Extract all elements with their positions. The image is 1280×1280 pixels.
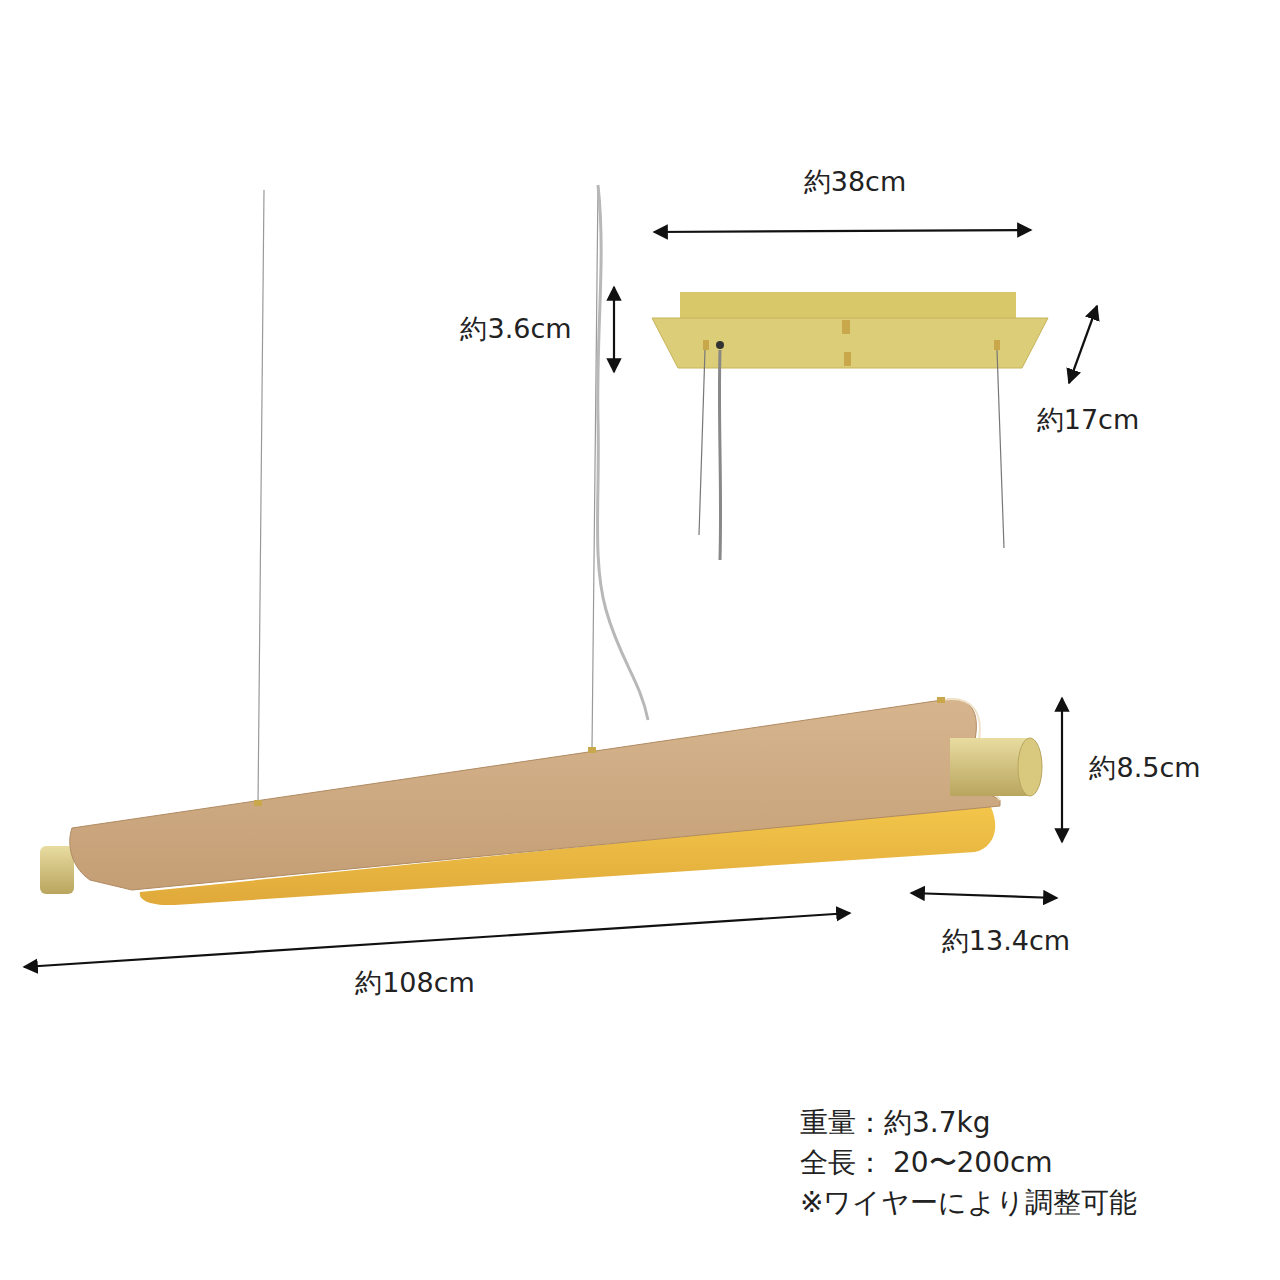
- dimension-arrow: [1069, 306, 1097, 383]
- wire-clip: [254, 800, 262, 806]
- dimension-label: 約108cm: [355, 967, 475, 999]
- dimension-arrow: [654, 230, 1031, 232]
- canopy-back: [680, 292, 1016, 320]
- spec-note: 全長： 20〜200cm: [800, 1146, 1053, 1180]
- wire-clip: [994, 340, 1000, 350]
- dimension-label: 約3.6cm: [460, 313, 571, 345]
- wire: [258, 190, 264, 805]
- dimension-label: 約13.4cm: [942, 925, 1070, 957]
- spec-note: ※ワイヤーにより調整可能: [800, 1186, 1137, 1220]
- wire-clip: [703, 340, 709, 350]
- wire-clip: [588, 747, 596, 753]
- canopy-plate: [652, 318, 1048, 368]
- canopy-knob: [844, 352, 851, 366]
- dimension-label: 約17cm: [1037, 404, 1140, 436]
- canopy-knob: [842, 320, 850, 334]
- dimension-label: 約38cm: [804, 166, 907, 198]
- dimension-arrow: [911, 893, 1057, 898]
- wire: [699, 350, 705, 535]
- power-cord: [598, 185, 649, 720]
- dimension-arrow: [613, 287, 615, 372]
- spec-note: 重量：約3.7kg: [800, 1106, 991, 1140]
- wood-shade: [70, 699, 1000, 890]
- dimension-label: 約8.5cm: [1089, 752, 1200, 784]
- dimension-arrow: [24, 913, 850, 967]
- end-cap: [40, 846, 74, 894]
- power-cord: [719, 350, 720, 560]
- wire: [997, 350, 1004, 548]
- end-cap-face: [1018, 738, 1042, 796]
- dimension-arrow: [1061, 698, 1063, 842]
- wire-clip: [937, 697, 945, 703]
- cord-hole: [716, 341, 724, 349]
